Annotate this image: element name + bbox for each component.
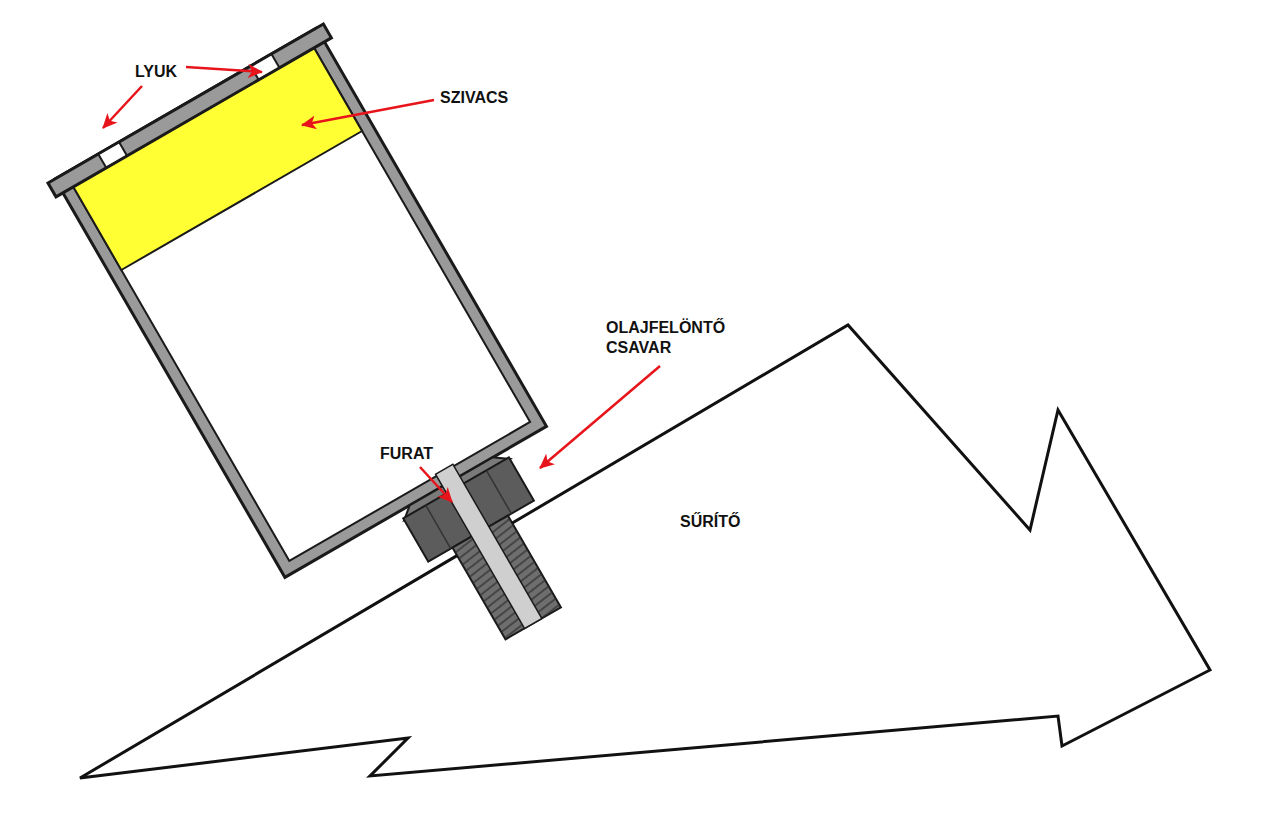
- part-label: SZIVACS: [440, 88, 508, 108]
- hole-edge: [271, 54, 279, 68]
- leader-line: [186, 67, 262, 72]
- tank-lid: [48, 24, 331, 197]
- hole-edge: [98, 154, 106, 168]
- sponge: [73, 48, 362, 270]
- hex-facet: [426, 505, 451, 548]
- leader-line: [420, 467, 452, 502]
- compressor-outline: [70, 315, 1220, 790]
- leader-line: [103, 86, 142, 128]
- hole-edge: [119, 142, 127, 156]
- part-name: SŰRÍTŐ: [680, 512, 740, 532]
- bore: [436, 464, 542, 628]
- part-label: OLAJFELÖNTŐ CSAVAR: [606, 318, 741, 358]
- leader-lines: [103, 67, 660, 502]
- part-label: LYUK: [135, 62, 177, 82]
- compressor-outline-path: [80, 325, 1210, 778]
- leader-line: [540, 366, 660, 468]
- oil-tank: [48, 24, 635, 723]
- tank-wall: [55, 28, 547, 577]
- compressor-body: SŰRÍTŐ: [70, 315, 1220, 790]
- part-label: FURAT: [378, 444, 435, 464]
- leader-line: [302, 100, 434, 125]
- hex-facet: [486, 470, 511, 513]
